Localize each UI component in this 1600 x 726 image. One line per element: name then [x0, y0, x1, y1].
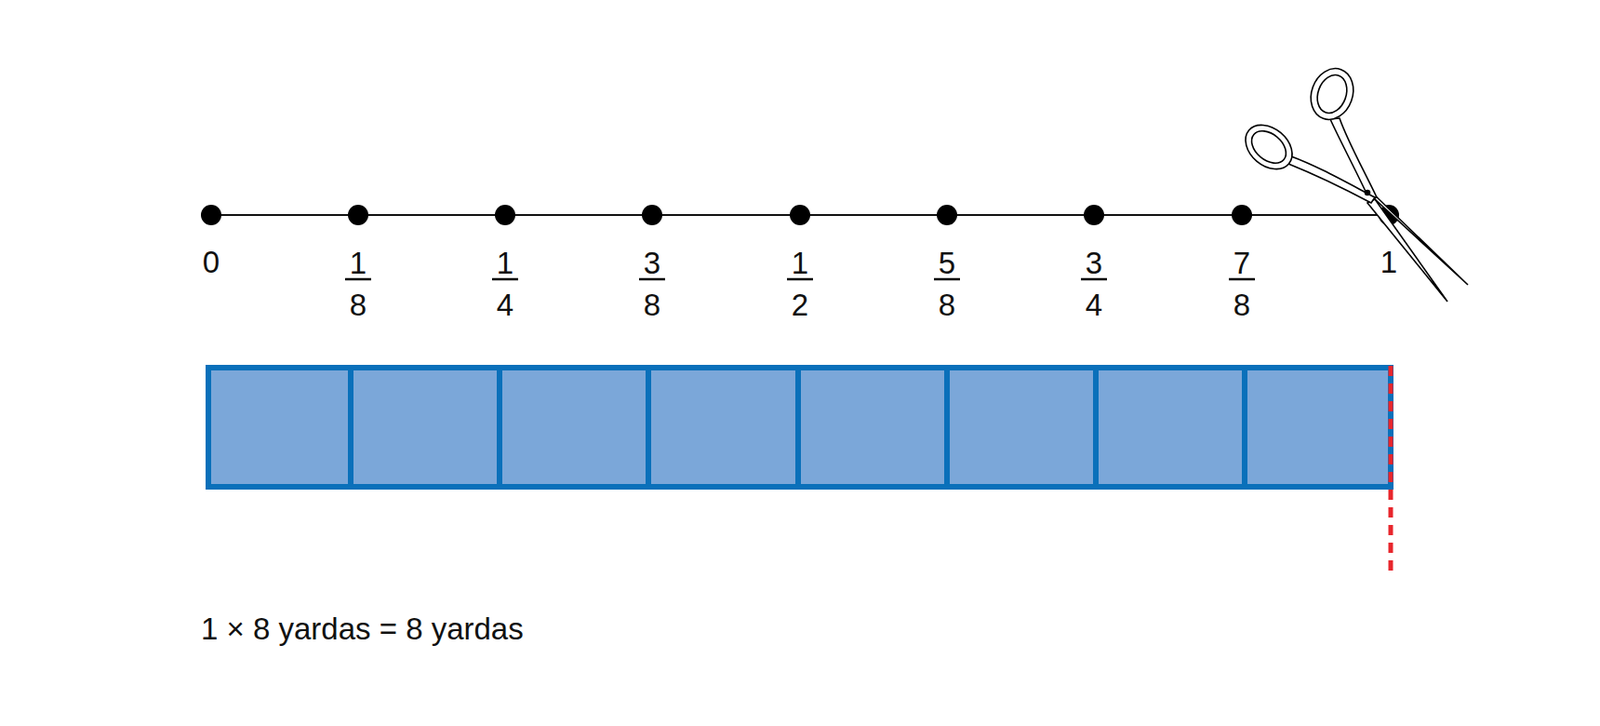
tick-label: 1	[1380, 246, 1398, 278]
tick-label: 0	[202, 246, 220, 278]
tick-dots	[200, 204, 1400, 226]
fraction-numerator: 5	[938, 247, 956, 279]
fraction-denominator: 8	[349, 289, 367, 320]
fraction-denominator: 8	[643, 289, 661, 320]
fraction-numerator: 1	[349, 247, 367, 279]
equation-text: 1 × 8 yardas = 8 yardas	[200, 613, 524, 644]
fraction-denominator: 4	[496, 289, 514, 320]
fraction-numerator: 1	[496, 247, 514, 279]
fraction-numerator: 7	[1233, 247, 1251, 279]
cut-line	[1388, 365, 1394, 575]
fabric-bar	[208, 367, 1391, 487]
fraction-denominator: 2	[791, 289, 809, 320]
bar-dividers	[350, 367, 1245, 487]
fraction-numerator: 3	[1085, 247, 1103, 279]
fraction-bars	[345, 278, 1255, 281]
fraction-numerator: 1	[791, 247, 809, 279]
fraction-denominator: 8	[938, 289, 956, 320]
scissors-icon	[1237, 62, 1468, 302]
fraction-denominator: 4	[1085, 289, 1103, 320]
fraction-numerator: 3	[643, 247, 661, 279]
fraction-denominator: 8	[1233, 289, 1251, 320]
